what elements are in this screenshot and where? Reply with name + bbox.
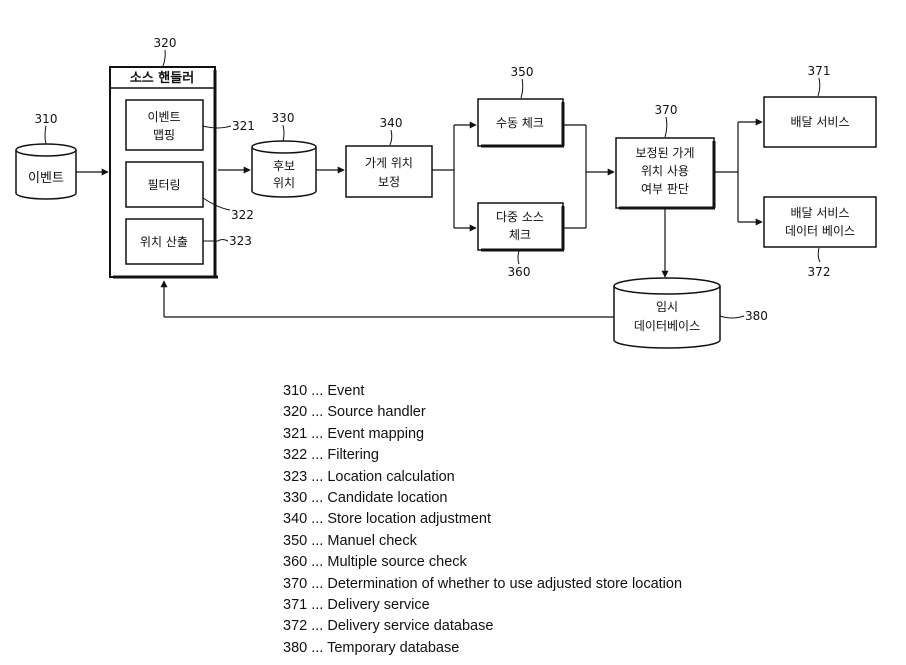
legend-item: 372 ... Delivery service database xyxy=(283,616,682,637)
legend-number: 320 xyxy=(283,402,307,423)
decision-line2: 위치 사용 xyxy=(641,164,689,178)
manual-check-label: 수동 체크 xyxy=(496,116,544,130)
legend-number: 323 xyxy=(283,467,307,488)
join-to-decision xyxy=(564,125,614,228)
legend-text: Event mapping xyxy=(327,426,424,442)
event-mapping-line2: 맵핑 xyxy=(153,128,175,142)
delivery-service-box: 배달 서비스 xyxy=(764,97,876,147)
event-mapping-line1: 이벤트 xyxy=(147,110,180,124)
legend-item: 360 ... Multiple source check xyxy=(283,552,682,573)
legend-text: Determination of whether to use adjusted… xyxy=(327,576,682,592)
event-mapping-box: 이벤트 맵핑 xyxy=(126,100,203,150)
legend-text: Multiple source check xyxy=(327,554,466,570)
legend-item: 340 ... Store location adjustment xyxy=(283,509,682,530)
event-mapping-ref: 321 xyxy=(232,119,255,133)
fork-to-delivery xyxy=(715,122,762,222)
legend-item: 380 ... Temporary database xyxy=(283,638,682,659)
legend-item: 371 ... Delivery service xyxy=(283,595,682,616)
temp-db-line1: 임시 xyxy=(656,300,678,314)
location-calc-ref: 323 xyxy=(229,234,252,248)
event-node: 이벤트 xyxy=(16,144,76,199)
manual-check-ref: 350 xyxy=(511,65,534,79)
fork-to-checks xyxy=(432,125,476,228)
decision-ref: 370 xyxy=(655,103,678,117)
source-handler-title: 소스 핸들러 xyxy=(130,70,194,86)
legend-number: 330 xyxy=(283,488,307,509)
location-calc-label: 위치 산출 xyxy=(140,235,188,249)
store-adjust-ref: 340 xyxy=(380,116,403,130)
legend-item: 323 ... Location calculation xyxy=(283,467,682,488)
filtering-label: 필터링 xyxy=(147,178,180,192)
delivery-db-box: 배달 서비스 데이터 베이스 xyxy=(764,197,876,247)
legend-text: Filtering xyxy=(327,447,379,463)
legend-number: 380 xyxy=(283,638,307,659)
legend-number: 340 xyxy=(283,509,307,530)
legend-item: 322 ... Filtering xyxy=(283,445,682,466)
source-handler-ref: 320 xyxy=(154,36,177,50)
legend-text: Store location adjustment xyxy=(327,511,491,527)
legend-text: Event xyxy=(327,383,364,399)
temp-db-line2: 데이터베이스 xyxy=(634,319,700,333)
legend-number: 371 xyxy=(283,595,307,616)
legend-number: 310 xyxy=(283,381,307,402)
arrow-tempdb-to-handler xyxy=(164,281,614,317)
legend-text: Delivery service xyxy=(327,597,429,613)
legend-text: Candidate location xyxy=(327,490,447,506)
legend-text: Source handler xyxy=(327,404,425,420)
filtering-ref: 322 xyxy=(231,208,254,222)
multi-source-check-box: 다중 소스 체크 xyxy=(478,203,564,250)
location-calc-box: 위치 산출 xyxy=(126,219,203,264)
store-adjust-line1: 가게 위치 xyxy=(365,156,413,170)
legend-item: 310 ... Event xyxy=(283,381,682,402)
delivery-db-line1: 배달 서비스 xyxy=(790,206,849,220)
store-adjust-line2: 보정 xyxy=(378,175,400,189)
legend-number: 372 xyxy=(283,616,307,637)
legend-item: 370 ... Determination of whether to use … xyxy=(283,574,682,595)
decision-line1: 보정된 가게 xyxy=(635,146,694,160)
delivery-service-ref: 371 xyxy=(808,64,831,78)
event-label: 이벤트 xyxy=(28,171,64,186)
temp-db-ref: 380 xyxy=(745,309,768,323)
candidate-location-node: 후보 위치 xyxy=(252,141,316,197)
delivery-db-ref: 372 xyxy=(808,265,831,279)
candidate-location-line1: 후보 xyxy=(273,159,295,173)
legend-number: 322 xyxy=(283,445,307,466)
legend-number: 321 xyxy=(283,424,307,445)
decision-line3: 여부 판단 xyxy=(641,182,689,196)
multi-source-check-ref: 360 xyxy=(508,265,531,279)
legend-text: Delivery service database xyxy=(327,618,493,634)
legend-item: 350 ... Manuel check xyxy=(283,531,682,552)
reference-legend: 310 ... Event 320 ... Source handler 321… xyxy=(283,381,682,659)
candidate-location-ref: 330 xyxy=(272,111,295,125)
filtering-box: 필터링 xyxy=(126,162,203,207)
legend-text: Manuel check xyxy=(327,533,416,549)
multi-source-check-line1: 다중 소스 xyxy=(496,210,544,224)
manual-check-box: 수동 체크 xyxy=(478,99,564,146)
legend-number: 350 xyxy=(283,531,307,552)
decision-box: 보정된 가게 위치 사용 여부 판단 xyxy=(616,138,715,208)
legend-item: 320 ... Source handler xyxy=(283,402,682,423)
legend-number: 360 xyxy=(283,552,307,573)
temp-db-node: 임시 데이터베이스 xyxy=(614,278,720,348)
store-adjust-box: 가게 위치 보정 xyxy=(346,146,432,197)
legend-item: 330 ... Candidate location xyxy=(283,488,682,509)
delivery-service-label: 배달 서비스 xyxy=(790,115,849,129)
flow-diagram: 이벤트 310 소스 핸들러 320 이벤트 맵핑 321 필터링 322 위치… xyxy=(0,0,906,380)
legend-number: 370 xyxy=(283,574,307,595)
multi-source-check-line2: 체크 xyxy=(509,228,531,242)
legend-text: Location calculation xyxy=(327,469,454,485)
delivery-db-line2: 데이터 베이스 xyxy=(785,224,855,238)
event-ref: 310 xyxy=(35,112,58,126)
legend-text: Temporary database xyxy=(327,640,459,656)
legend-item: 321 ... Event mapping xyxy=(283,424,682,445)
candidate-location-line2: 위치 xyxy=(273,176,295,190)
